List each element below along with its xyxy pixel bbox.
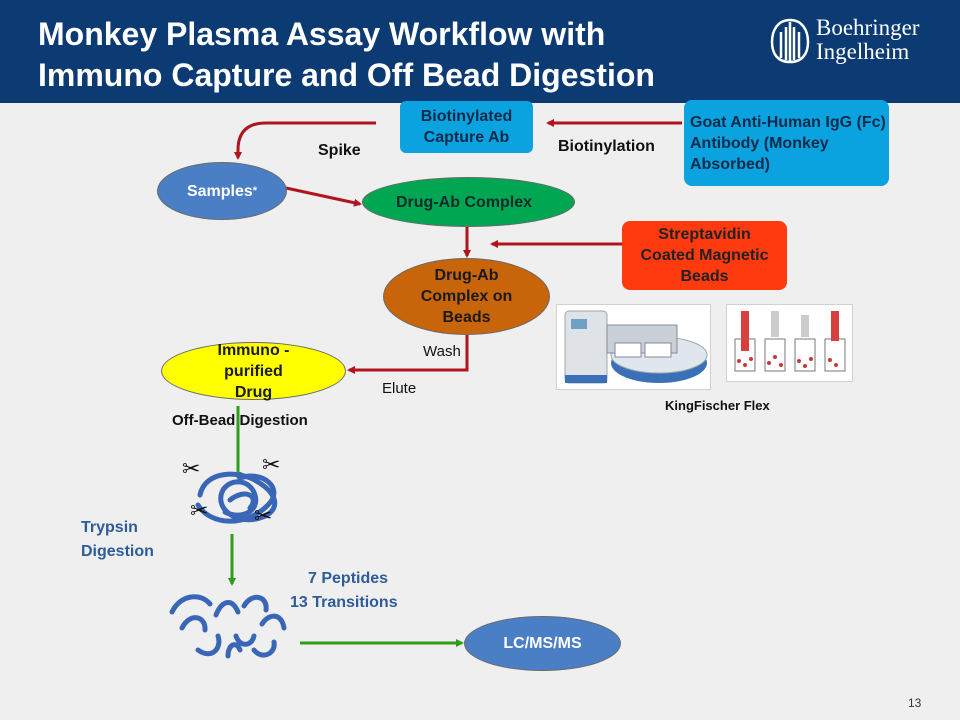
off-bead-digestion-label: Off-Bead Digestion bbox=[172, 412, 308, 429]
kingfischer-label: KingFischer Flex bbox=[665, 398, 770, 413]
drug-ab-complex-node: Drug-Ab Complex bbox=[362, 177, 575, 227]
spike-label: Spike bbox=[318, 142, 361, 159]
drug-ab-complex-label: Drug-Ab Complex bbox=[396, 193, 532, 211]
logo-line-1: Boehringer bbox=[816, 15, 920, 40]
lcmsms-node: LC/MS/MS bbox=[464, 616, 621, 671]
peptides-label: 7 Peptides bbox=[308, 570, 389, 587]
streptavidin-label: Streptavidin Coated Magnetic Beads bbox=[640, 226, 769, 285]
immuno-purified-node: Immuno - purified Drug bbox=[161, 341, 346, 401]
scissors-icon: ✂ ✂ ✂ ✂ bbox=[182, 453, 280, 529]
slide-title: Monkey Plasma Assay Workflow with Immuno… bbox=[38, 16, 655, 93]
samples-label: Samples bbox=[186, 182, 253, 200]
complex-on-beads-node: Drug-Ab Complex on Beads bbox=[383, 258, 550, 335]
samples-to-complex-arrow bbox=[285, 186, 362, 207]
spike-arrow bbox=[234, 121, 376, 160]
trypsin-digestion-label: Trypsin Digestion bbox=[81, 516, 191, 564]
biotinylation-label: Biotinylation bbox=[558, 138, 655, 155]
samples-footnote-mark: * bbox=[252, 184, 258, 197]
goat-antibody-label: Goat Anti-Human IgG (Fc) Antibody (Monke… bbox=[690, 113, 886, 173]
peptide-fragments-icon bbox=[169, 594, 287, 659]
svg-text:✂: ✂ bbox=[262, 453, 280, 478]
wash-label: Wash bbox=[423, 343, 461, 360]
svg-text:✂: ✂ bbox=[190, 499, 208, 524]
complex-on-beads-label: Drug-Ab Complex on Beads bbox=[420, 267, 513, 326]
samples-node: Samples* bbox=[157, 162, 287, 220]
kingfischer-instrument-photo bbox=[556, 304, 711, 390]
logo-line-2: Ingelheim bbox=[816, 39, 910, 64]
svg-text:✂: ✂ bbox=[254, 504, 272, 529]
boehringer-building-icon bbox=[770, 18, 810, 64]
page-number: 13 bbox=[908, 696, 922, 710]
elute-label: Elute bbox=[382, 380, 417, 397]
company-logo: Boehringer Ingelheim bbox=[770, 16, 950, 66]
immuno-purified-label: Immuno - purified Drug bbox=[217, 341, 290, 401]
transitions-label: 13 Transitions bbox=[290, 594, 398, 611]
protein-tangle-icon bbox=[195, 471, 278, 524]
capture-ab-label: Biotinylated Capture Ab bbox=[420, 108, 513, 146]
goat-antibody-box: Goat Anti-Human IgG (Fc) Antibody (Monke… bbox=[684, 100, 889, 186]
magnetic-bead-tubes-illustration bbox=[726, 304, 853, 382]
wash-elute-arrow bbox=[347, 335, 469, 374]
trypsin-text: Trypsin Digestion bbox=[81, 519, 154, 560]
lcmsms-label: LC/MS/MS bbox=[503, 635, 582, 652]
svg-text:✂: ✂ bbox=[182, 457, 200, 482]
streptavidin-beads-box: Streptavidin Coated Magnetic Beads bbox=[622, 221, 787, 290]
biotinylated-capture-ab-box: Biotinylated Capture Ab bbox=[400, 101, 533, 153]
